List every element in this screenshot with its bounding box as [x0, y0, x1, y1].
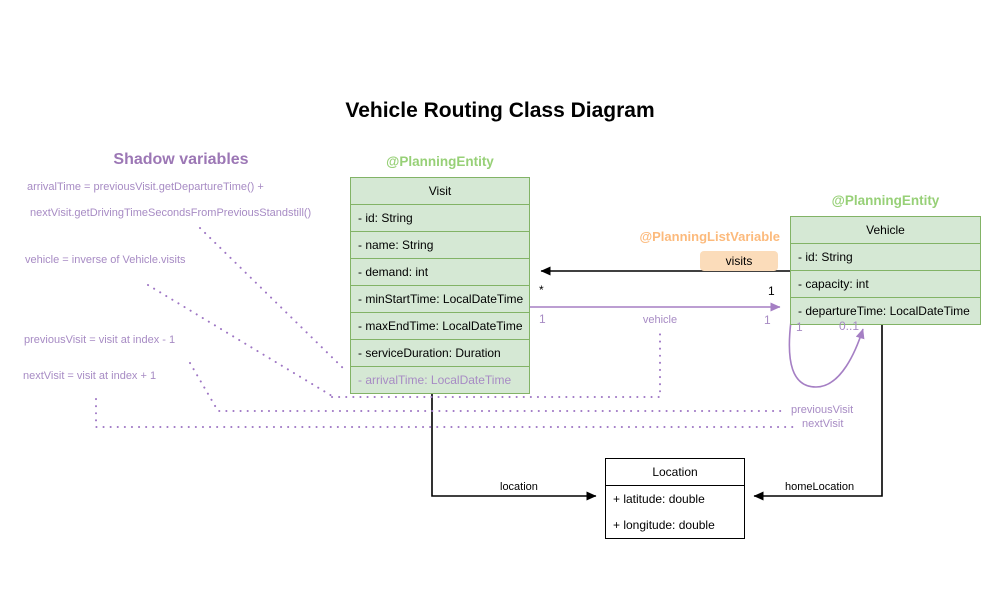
- visit-field-min-start-time: - minStartTime: LocalDateTime: [351, 285, 529, 312]
- shadow-link-next-visit: [95, 398, 798, 428]
- visits-edge-label-badge: visits: [700, 251, 778, 271]
- next-visit-label: nextVisit: [802, 418, 844, 430]
- vehicle-field-capacity: - capacity: int: [791, 270, 980, 297]
- vehicle-field-id: - id: String: [791, 243, 980, 270]
- home-location-edge-label: homeLocation: [785, 481, 855, 493]
- visits-multiplicity-vehicle-end: 1: [768, 284, 775, 298]
- visit-field-service-duration: - serviceDuration: Duration: [351, 339, 529, 366]
- class-location: Location + latitude: double + longitude:…: [605, 458, 745, 539]
- shadow-variables-heading: Shadow variables: [113, 151, 249, 168]
- location-field-longitude: + longitude: double: [613, 518, 715, 532]
- page-title: Vehicle Routing Class Diagram: [345, 99, 655, 122]
- class-visit-name: Visit: [428, 184, 452, 198]
- edge-vehicle-self-loop: [788, 320, 865, 388]
- stereotype-visit-planning-entity: @PlanningEntity: [386, 154, 494, 169]
- visit-field-max-end-time: - maxEndTime: LocalDateTime: [351, 312, 529, 339]
- annotation-arrival-line1: arrivalTime = previousVisit.getDeparture…: [27, 181, 264, 193]
- stereotype-planning-list-variable: @PlanningListVariable: [639, 229, 780, 244]
- shadow-link-vehicle-rule-elbow: [331, 333, 661, 398]
- shadow-link-vehicle-rule: [147, 284, 333, 397]
- annotation-previous-rule: previousVisit = visit at index - 1: [24, 334, 176, 346]
- edge-visit-location: [431, 385, 597, 501]
- vehicle-edge-multiplicity-right: 1: [764, 313, 771, 327]
- shadow-link-arrival-time: [199, 227, 346, 371]
- annotation-vehicle-rule: vehicle = inverse of Vehicle.visits: [25, 254, 186, 266]
- vehicle-field-departure-time: - departureTime: LocalDateTime: [791, 297, 980, 324]
- visit-field-name: - name: String: [351, 231, 529, 258]
- visit-field-id: - id: String: [351, 204, 529, 231]
- class-vehicle: Vehicle - id: String - capacity: int - d…: [790, 216, 981, 325]
- vehicle-edge-label: vehicle: [642, 314, 678, 326]
- self-loop-multiplicity-source: 1: [796, 320, 803, 334]
- class-vehicle-name: Vehicle: [866, 223, 905, 237]
- vehicle-edge-multiplicity-left: 1: [539, 312, 546, 326]
- stereotype-vehicle-planning-entity: @PlanningEntity: [831, 193, 940, 208]
- visits-multiplicity-visit-end: *: [539, 283, 544, 297]
- class-location-name: Location: [606, 459, 744, 486]
- previous-visit-label: previousVisit: [791, 404, 854, 416]
- class-visit: Visit - id: String - name: String - dema…: [350, 177, 530, 394]
- location-field-latitude: + latitude: double: [613, 492, 705, 506]
- visit-field-arrival-time: - arrivalTime: LocalDateTime: [351, 366, 529, 393]
- annotation-next-rule: nextVisit = visit at index + 1: [23, 370, 157, 382]
- self-loop-multiplicity-target: 0..1: [839, 319, 860, 333]
- visit-field-demand: - demand: int: [351, 258, 529, 285]
- location-edge-label: location: [500, 481, 538, 493]
- annotation-arrival-line2: nextVisit.getDrivingTimeSecondsFromPrevi…: [30, 207, 312, 219]
- edge-vehicle-home-location: [753, 321, 883, 501]
